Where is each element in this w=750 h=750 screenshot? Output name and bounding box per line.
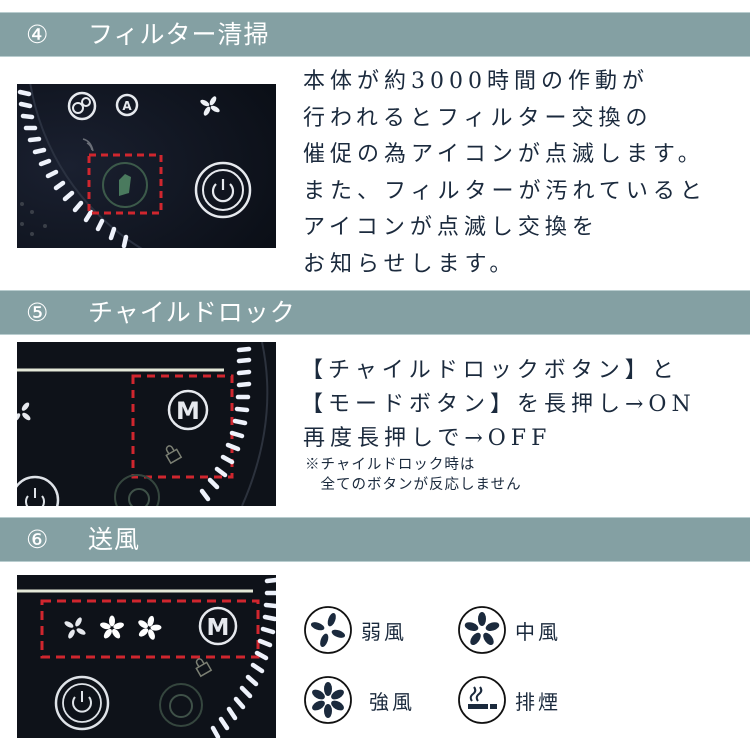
fan-low-icon bbox=[304, 606, 352, 654]
note-line: ※チャイルドロック時は bbox=[305, 457, 476, 473]
child-lock-note: ※チャイルドロック時は 全てのボタンが反応しません bbox=[305, 455, 522, 495]
text-line: また、フィルターが汚れていると bbox=[303, 178, 707, 204]
section-title: 送風 bbox=[88, 525, 141, 554]
fan-high-icon bbox=[304, 676, 352, 724]
child-lock-control-panel-photo: M bbox=[17, 342, 276, 506]
text-line: 【チャイルドロックボタン】と bbox=[301, 358, 679, 383]
legend-label: 弱風 bbox=[361, 619, 407, 644]
fan-medium-icon bbox=[458, 606, 506, 654]
text-line: 行われるとフィルター交換の bbox=[303, 105, 653, 131]
section-title: フィルター清掃 bbox=[88, 20, 270, 49]
section-number: ⑤ bbox=[26, 298, 49, 327]
highlight-box bbox=[87, 153, 163, 215]
text-line: 再度長押しで→OFF bbox=[303, 426, 552, 451]
smoke-exhaust-icon bbox=[458, 676, 506, 724]
legend-label: 中風 bbox=[515, 619, 561, 644]
legend-fan-high: 強風 bbox=[303, 675, 415, 725]
text-line: アイコンが点滅し交換を bbox=[303, 215, 599, 240]
section-title: チャイルドロック bbox=[88, 298, 296, 327]
legend-fan-low: 弱風 bbox=[303, 605, 407, 655]
section-number: ④ bbox=[26, 20, 49, 49]
svg-text:M: M bbox=[176, 397, 200, 425]
text-line: お知らせします。 bbox=[303, 251, 517, 277]
filter-control-panel-photo: A bbox=[17, 84, 276, 248]
legend-smoke-exhaust: 排煙 bbox=[457, 675, 561, 725]
text-line: 本体が約3000時間の作動が bbox=[303, 69, 649, 94]
text-line: 【モードボタン】を長押し→ON bbox=[301, 392, 696, 417]
fan-speed-control-panel-photo: M bbox=[17, 575, 276, 738]
filter-description: 本体が約3000時間の作動が 行われるとフィルター交換の 催促の為アイコンが点滅… bbox=[303, 64, 707, 283]
section-header-child-lock: ⑤ チャイルドロック bbox=[0, 290, 750, 335]
legend-fan-medium: 中風 bbox=[457, 605, 561, 655]
section-header-air-flow: ⑥ 送風 bbox=[0, 517, 750, 562]
svg-text:M: M bbox=[207, 615, 230, 641]
text-line: 催促の為アイコンが点滅します。 bbox=[303, 142, 705, 167]
child-lock-description: 【チャイルドロックボタン】と 【モードボタン】を長押し→ON 再度長押しで→OF… bbox=[301, 354, 696, 456]
section-number: ⑥ bbox=[26, 525, 49, 554]
legend-label: 強風 bbox=[369, 689, 415, 714]
legend-label: 排煙 bbox=[515, 689, 561, 714]
svg-text:A: A bbox=[122, 99, 132, 113]
note-line: 全てのボタンが反応しません bbox=[305, 477, 522, 493]
section-header-filter-cleaning: ④ フィルター清掃 bbox=[0, 12, 750, 57]
